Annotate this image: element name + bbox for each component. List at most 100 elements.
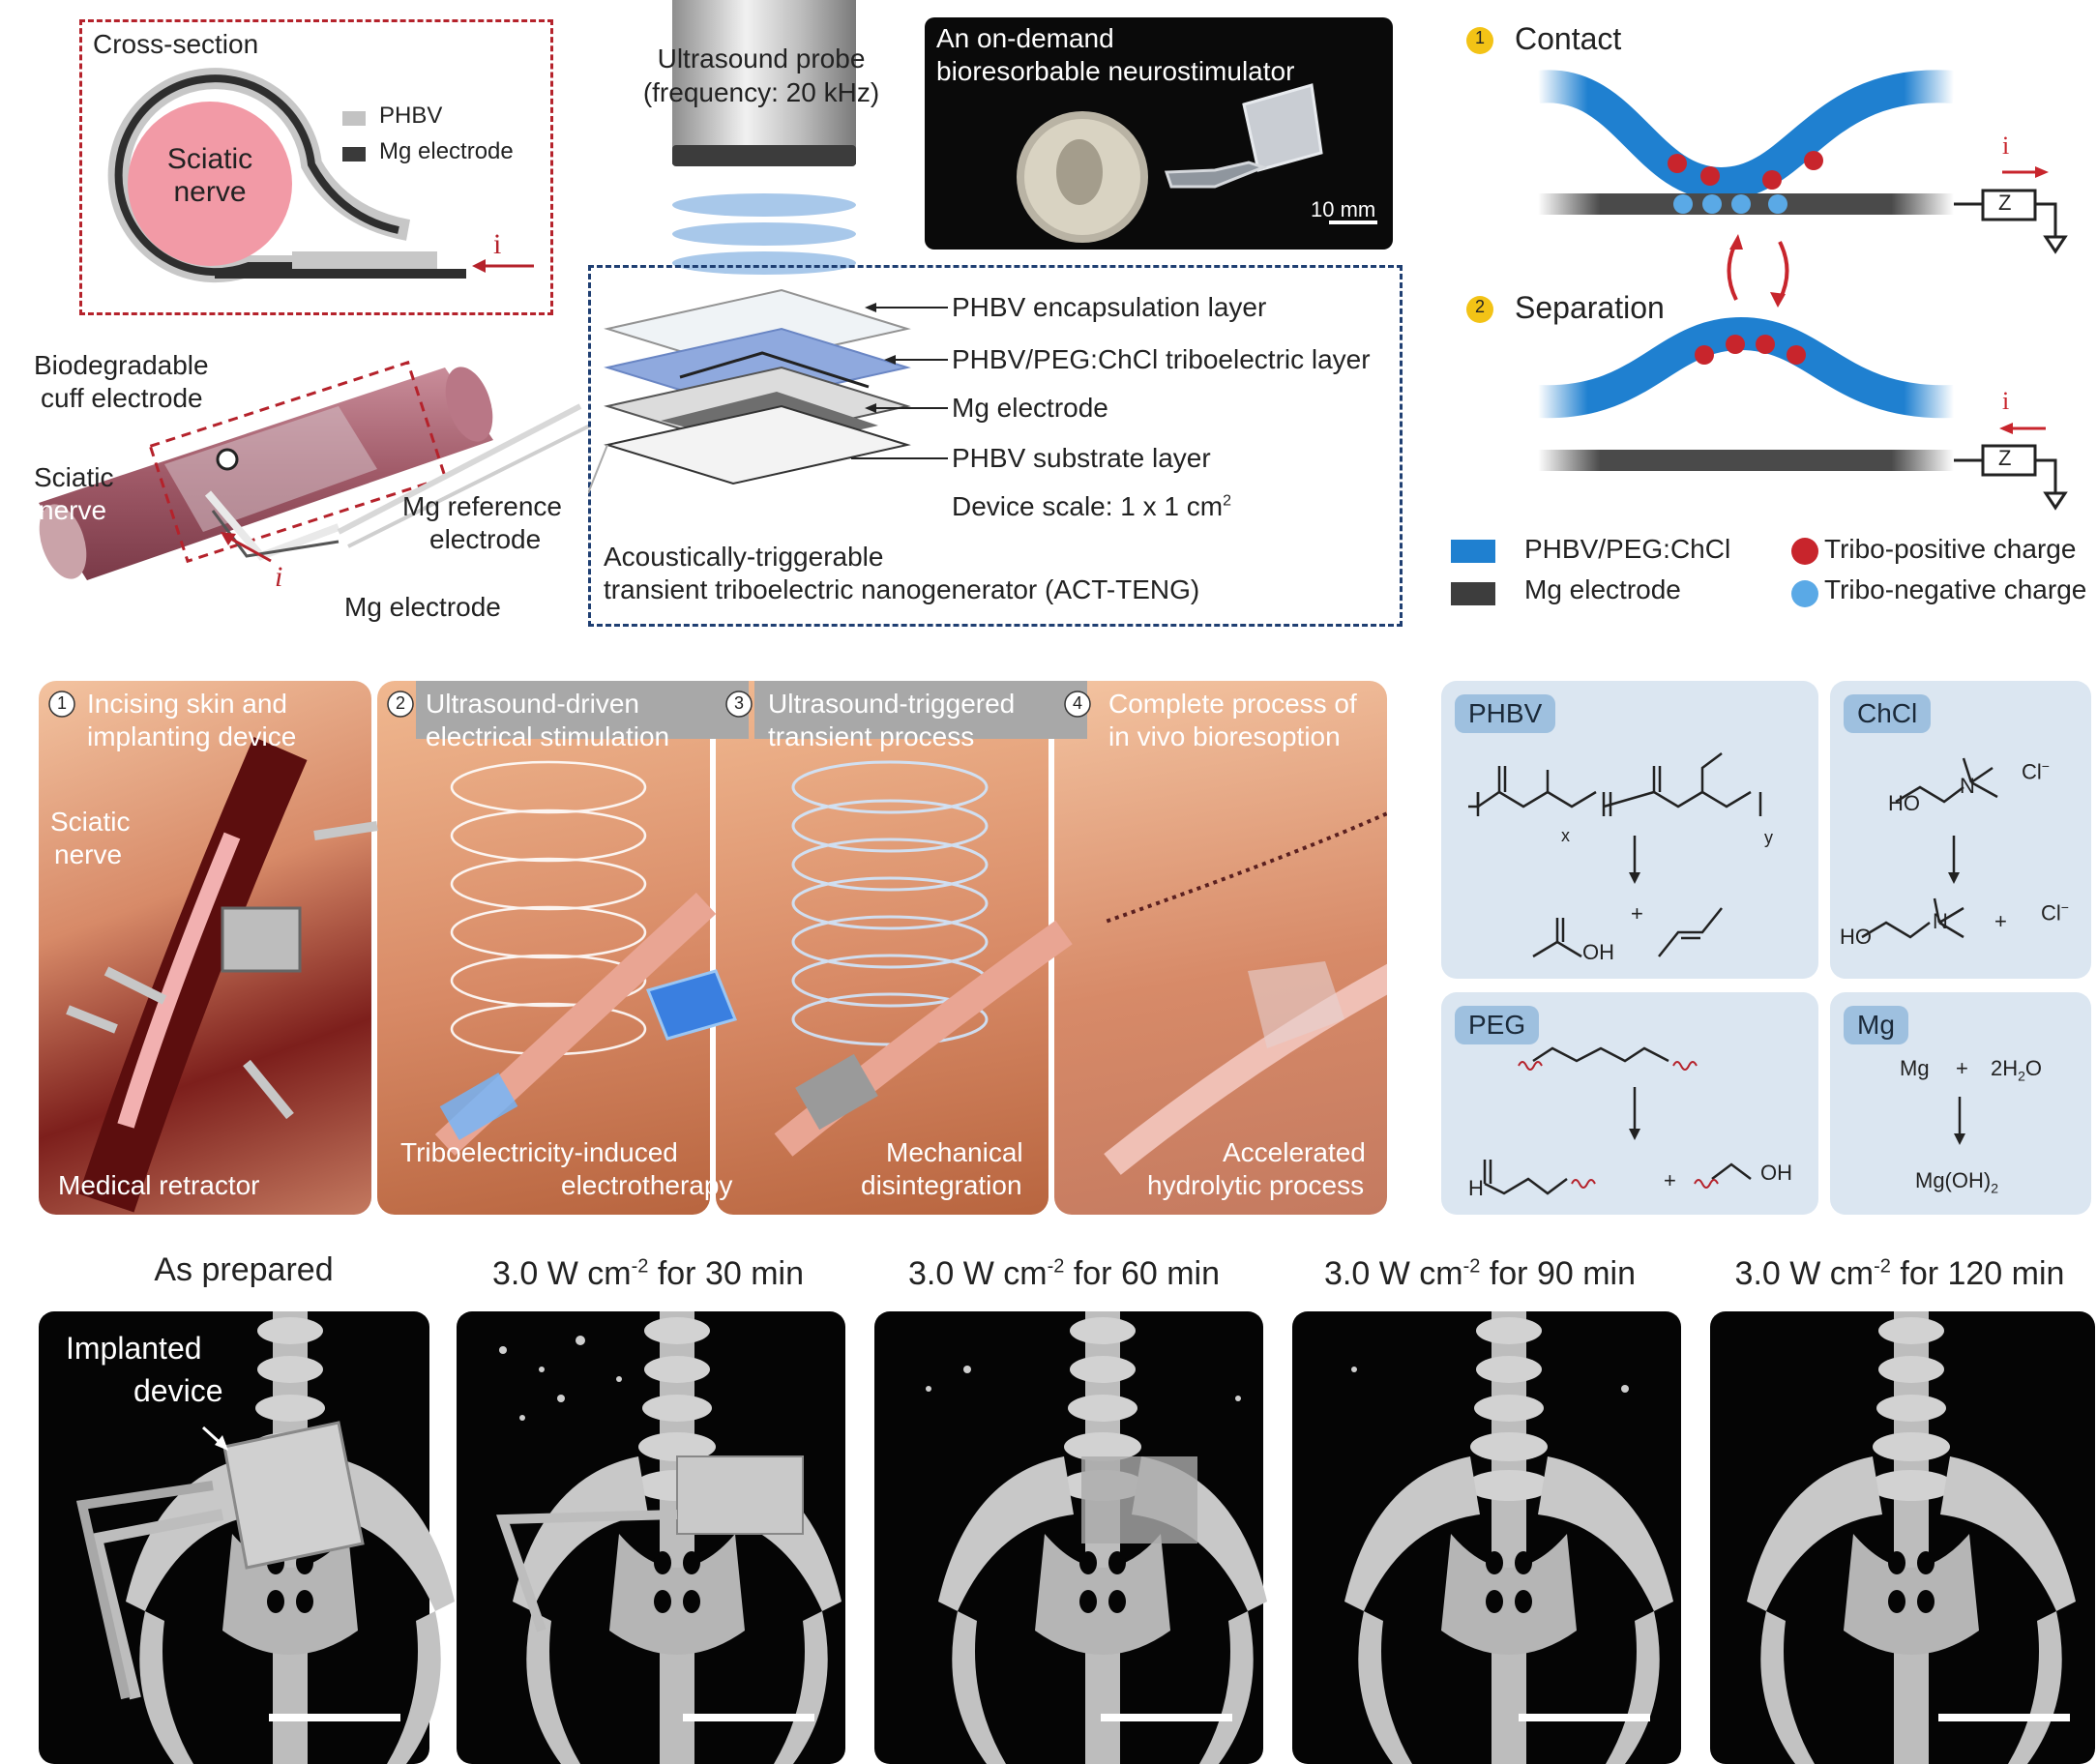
chcl-plus: + (1994, 909, 2007, 933)
chem-peg-tag: PEG (1455, 1006, 1540, 1044)
photo-scale-label: 10 mm (1311, 197, 1376, 221)
layer-label-substrate: PHBV substrate layer (952, 443, 1211, 473)
biodegradable-label-line1: Biodegradable (34, 350, 209, 380)
device-scale-label: Device scale: 1 x 1 cm2 (952, 491, 1232, 521)
step-4-title-line2: in vivo bioresoption (1108, 721, 1341, 751)
step-4-note-line2: hydrolytic process (1147, 1170, 1365, 1200)
step-4-note-line1: Accelerated (1223, 1137, 1366, 1167)
implanted-label-line1: Implanted (66, 1331, 202, 1366)
separation-badge-number: 2 (1474, 297, 1485, 316)
sciatic-nerve-circle (128, 102, 292, 266)
ct-title-4: 3.0 W cm-2 for 90 min (1324, 1255, 1636, 1292)
water-reactant: 2H2O (1991, 1056, 2043, 1084)
legend-negative-charge: Tribo-negative charge (1824, 574, 2087, 604)
sciatic-label-line2: nerve (39, 495, 107, 525)
legend-mg-electrode: Mg electrode (1524, 574, 1681, 604)
step-2-number: 2 (395, 693, 405, 713)
step-2-title-line1: Ultrasound-driven (426, 689, 639, 719)
step-1-nerve-label: nerve (54, 839, 123, 869)
chem-phbv-tag: PHBV (1455, 694, 1556, 733)
step-2-title-line2: electrical stimulation (426, 721, 670, 751)
implanted-label-line2: device (133, 1373, 223, 1408)
chem-phbv-panel: PHBV (1441, 681, 1818, 979)
cuff-illustration (39, 360, 591, 580)
current-label-cuff: i (275, 561, 283, 593)
legend-tribo-layer: PHBV/PEG:ChCl (1524, 534, 1731, 564)
phbv-plus: + (1631, 901, 1643, 926)
layer-label-triboelectric: PHBV/PEG:ChCl triboelectric layer (952, 344, 1371, 374)
step-3-panel (716, 681, 1048, 1215)
peg-oh: OH (1760, 1161, 1792, 1185)
probe-label-line1: Ultrasound probe (657, 44, 866, 74)
mg-reference-label-line2: electrode (429, 524, 542, 554)
step-2-note-line1: Triboelectricity-induced (400, 1137, 678, 1167)
step-1-retractor-label: Medical retractor (58, 1170, 260, 1200)
mg-product: Mg(OH)2 (1915, 1168, 1999, 1196)
chcl-ho-top: HO (1888, 791, 1920, 815)
chcl-cl-top: Cl− (2022, 758, 2050, 784)
sciatic-nerve-label: Sciatic nerve (166, 143, 253, 208)
coin-and-device (1017, 83, 1377, 243)
contact-current-label: i (2002, 132, 2010, 160)
phbv-x: x (1561, 826, 1570, 845)
legend-positive-charge: Tribo-positive charge (1824, 534, 2077, 564)
probe-label-line2: (frequency: 20 kHz) (642, 77, 880, 107)
step-3-title-line1: Ultrasound-triggered (768, 689, 1016, 719)
contact-badge-number: 1 (1474, 28, 1485, 47)
step-3-number: 3 (733, 693, 744, 713)
ct-title-3: 3.0 W cm-2 for 60 min (908, 1255, 1220, 1292)
ultrasound-probe (672, 0, 856, 275)
phbv-legend-label: PHBV (379, 103, 443, 129)
layer-pointer-arrows (851, 303, 948, 459)
triboelectric-mechanism (1451, 27, 2068, 607)
step-1-title-line1: Incising skin and (87, 689, 288, 719)
peg-plus: + (1664, 1168, 1676, 1192)
load-z-separation: Z (1998, 446, 2012, 470)
chem-chcl-tag: ChCl (1844, 694, 1932, 733)
biodegradable-label-line2: cuff electrode (41, 383, 203, 413)
phbv-legend-swatch (342, 111, 366, 126)
phbv-y: y (1764, 828, 1773, 847)
current-label-cross: i (493, 228, 502, 260)
step-3-note-line2: disintegration (861, 1170, 1022, 1200)
act-teng-panel (588, 265, 1403, 627)
contact-label: Contact (1515, 21, 1622, 56)
step-illustrations (66, 681, 1387, 1213)
mg-electrode-cuff-label: Mg electrode (344, 592, 501, 622)
step-4-title-line1: Complete process of (1108, 689, 1357, 719)
step-2-note-line2: electrotherapy (561, 1170, 733, 1200)
chcl-ho-bottom: HO (1840, 925, 1872, 949)
layer-stack-diagram (588, 288, 911, 494)
ct-skeletons (75, 1311, 2076, 1764)
chemical-structures (1468, 752, 1998, 1195)
layer-label-encapsulation: PHBV encapsulation layer (952, 292, 1267, 322)
mg-reactant: Mg (1900, 1056, 1930, 1080)
chcl-n-bottom: N (1933, 909, 1948, 933)
act-teng-caption-line2: transient triboelectric nanogenerator (A… (604, 574, 1200, 604)
step-1-number: 1 (56, 693, 67, 713)
step-3-title-line2: transient process (768, 721, 975, 751)
ct-title-5: 3.0 W cm-2 for 120 min (1734, 1255, 2065, 1292)
mg-legend-swatch (342, 147, 366, 162)
chcl-cl-bottom: Cl− (2041, 899, 2069, 926)
ct-title-2: 3.0 W cm-2 for 30 min (492, 1255, 804, 1292)
step-4-number: 4 (1072, 693, 1082, 713)
act-teng-caption-line1: Acoustically-triggerable (604, 542, 884, 572)
step-3-note-line1: Mechanical (886, 1137, 1023, 1167)
mg-reference-label-line1: Mg reference (402, 491, 562, 521)
step-4-panel (1054, 681, 1387, 1215)
sciatic-label-line1: Sciatic (34, 462, 114, 492)
mg-plus: + (1956, 1056, 1968, 1080)
step-badges (48, 691, 1091, 718)
ct-title-1: As prepared (154, 1251, 334, 1288)
chcl-n-top: N (1960, 774, 1975, 798)
photo-line1: An on-demand (936, 23, 1114, 53)
layer-label-mg-electrode: Mg electrode (952, 393, 1108, 423)
cross-section-diagram (107, 68, 534, 283)
photo-line2: bioresorbable neurostimulator (936, 56, 1295, 86)
acetic-oh: OH (1582, 940, 1614, 964)
chem-mg-tag: Mg (1844, 1006, 1908, 1044)
cross-section-title: Cross-section (93, 29, 259, 59)
load-z-contact: Z (1998, 191, 2012, 215)
step-1-title-line2: implanting device (87, 721, 297, 751)
